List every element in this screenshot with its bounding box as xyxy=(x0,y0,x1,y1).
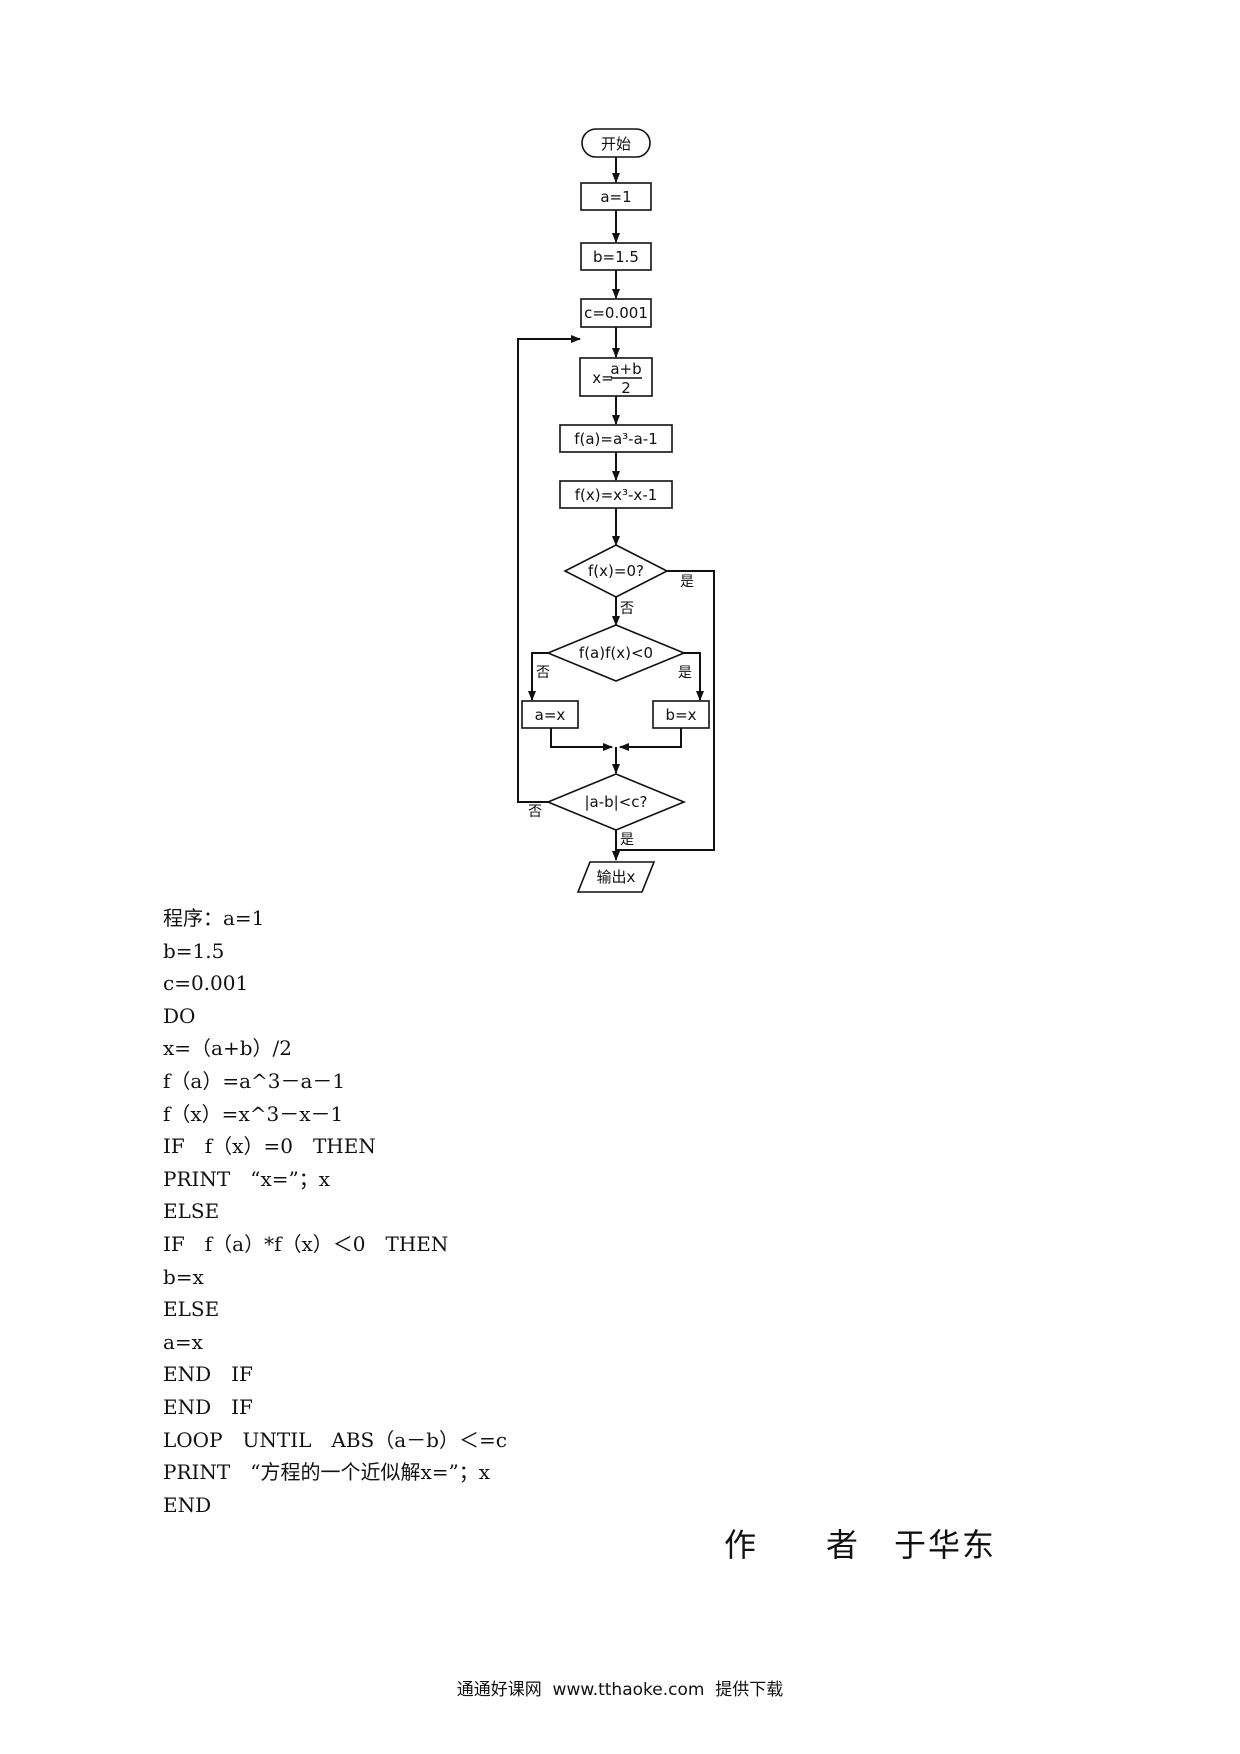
decision3-yes-label: 是 xyxy=(620,832,634,848)
output-label: 输出x xyxy=(597,868,636,886)
program-line: ELSE xyxy=(163,1199,220,1224)
assign-b-label: b=1.5 xyxy=(593,248,639,266)
program-line: PRINT “x=”；x xyxy=(163,1166,331,1191)
fx-label: f(x)=x³-x-1 xyxy=(575,486,658,504)
program-line: x=（a+b）/2 xyxy=(163,1036,292,1061)
a-eq-x-label: a=x xyxy=(535,706,566,724)
assign-a-label: a=1 xyxy=(600,188,631,206)
output-node: 输出x xyxy=(576,861,656,893)
program-line: END IF xyxy=(163,1362,253,1387)
program-line: DO xyxy=(163,1003,196,1028)
program-line: IF f（a）*f（x）＜0 THEN xyxy=(163,1231,449,1256)
b-eq-x-box: b=x xyxy=(652,700,710,729)
program-line: PRINT “方程的一个近似解x=”；x xyxy=(163,1460,491,1485)
b-eq-x-label: b=x xyxy=(666,706,697,724)
program-line: 程序：a=1 xyxy=(163,906,265,930)
x-prefix: x= xyxy=(592,369,613,387)
decision-fx-zero: f(x)=0? xyxy=(563,544,669,598)
fx-box: f(x)=x³-x-1 xyxy=(559,480,673,509)
decision3-no-label: 否 xyxy=(528,804,542,820)
decision-sign: f(a)f(x)<0 xyxy=(545,624,687,682)
x-denominator: 2 xyxy=(621,379,631,397)
program-line: ELSE xyxy=(163,1297,220,1322)
decision1-yes-label: 是 xyxy=(680,574,694,590)
program-line: END IF xyxy=(163,1394,253,1419)
program-line: IF f（x）=0 THEN xyxy=(163,1134,376,1159)
flowchart: 开始 a=1 b=1.5 c=0.001 x= a+b 2 f(a)=a³-a-… xyxy=(517,128,715,893)
assign-b-box: b=1.5 xyxy=(580,242,652,271)
decision2-label: f(a)f(x)<0 xyxy=(579,644,653,662)
footer-line: 通通好课网 www.tthaoke.com 提供下载 xyxy=(456,1680,784,1700)
fa-box: f(a)=a³-a-1 xyxy=(559,424,673,453)
decision2-no-label: 否 xyxy=(536,665,550,681)
assign-a-box: a=1 xyxy=(580,182,652,211)
decision3-label: |a-b|<c? xyxy=(584,793,647,811)
x-numerator: a+b xyxy=(610,360,641,378)
start-node: 开始 xyxy=(581,128,651,158)
author-line: 作 者 于华东 xyxy=(724,1526,997,1564)
decision-converge: |a-b|<c? xyxy=(545,773,687,831)
program-line: b=1.5 xyxy=(163,938,225,963)
program-line: LOOP UNTIL ABS（a－b）＜=c xyxy=(163,1427,507,1452)
program-line: f（x）=x^3－x－1 xyxy=(163,1101,344,1126)
x-formula-box: x= a+b 2 xyxy=(579,357,653,397)
program-line: f（a）=a^3－a－1 xyxy=(163,1068,346,1093)
fa-label: f(a)=a³-a-1 xyxy=(574,430,658,448)
program-line: b=x xyxy=(163,1264,204,1289)
decision1-label: f(x)=0? xyxy=(588,562,644,580)
connectors xyxy=(517,157,715,861)
assign-c-label: c=0.001 xyxy=(584,304,648,322)
decision2-yes-label: 是 xyxy=(678,665,692,681)
program-line: a=x xyxy=(163,1329,203,1354)
program-line: c=0.001 xyxy=(163,971,249,996)
start-label: 开始 xyxy=(601,135,631,153)
a-eq-x-box: a=x xyxy=(521,700,579,729)
program-line: END xyxy=(163,1492,212,1517)
assign-c-box: c=0.001 xyxy=(580,298,652,328)
decision1-no-label: 否 xyxy=(620,601,634,617)
